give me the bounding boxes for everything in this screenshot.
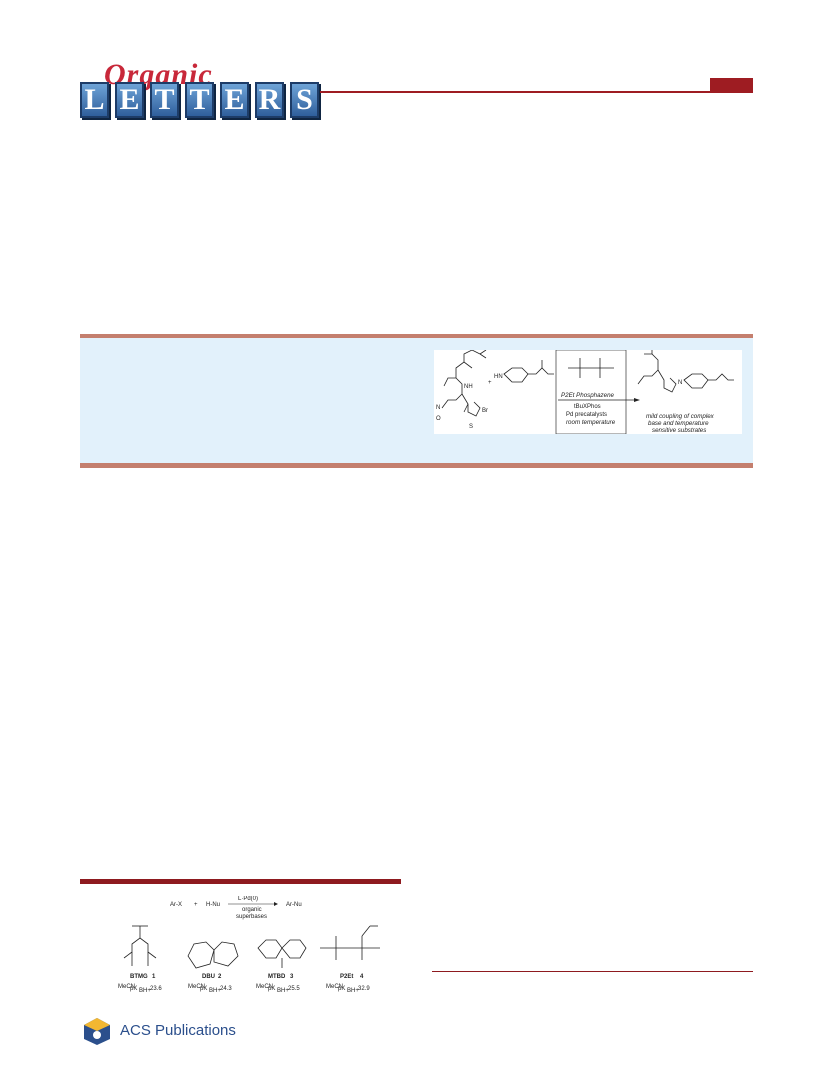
dbu-structure [187,941,239,969]
dbu-pka-label: pK [200,986,207,992]
caption-line-3: sensitive substrates [652,427,706,434]
reactant-plus: + [194,902,198,908]
arrow-top-label: L·Pd(0) [238,896,258,902]
piperazine-structure [503,360,554,383]
mtbd-pka-label: pK [268,986,275,992]
toc-bottom-rule [80,463,753,468]
btmg-pka-value: 23.6 [150,986,162,992]
reaction-arrow-head [634,398,640,402]
arrow-bottom-line-2: superbases [236,914,267,920]
mtbd-pka-sub: BH+ [277,988,289,994]
p2et-number: 4 [360,974,364,980]
ligand-label: tBuXPhos [574,404,601,410]
amine-label: HN [494,374,503,380]
btmg-pka-prefix: MeCN [118,984,135,990]
substrate-structure [441,349,487,417]
substrate-o-label: O [436,416,441,422]
superbase-figure-svg: Ar-X + H-Nu L·Pd(0) organic superbases A… [118,896,380,994]
p2et-pka-value: 32.9 [358,986,370,992]
product-n-label: N [678,380,682,386]
p2et-name: P2Et [340,974,353,980]
dbu-pka-sub: BH+ [209,988,221,994]
btmg-pka-label: pK [130,986,137,992]
toc-top-rule [80,334,753,338]
substrate-nh-label: NH [464,384,473,390]
substrate-n-label: N [436,405,440,411]
p2et-pka-prefix: MeCN [326,984,343,990]
mtbd-structure [257,939,307,968]
conditions-label: room temperature [566,419,616,426]
logo-letter-l: L [80,82,109,118]
caption-line-1: mild coupling of complex [646,413,715,420]
mtbd-name: MTBD [268,974,286,980]
product-structure [637,350,734,393]
scheme-arrow-head [274,902,278,906]
dbu-pka-prefix: MeCN [188,984,205,990]
p2et-structure [320,925,380,960]
logo-letter-t1: T [150,82,179,118]
column-footnote-rule [432,971,753,972]
substrate-s-label: S [469,424,473,430]
arrow-bottom-line-1: organic [242,907,262,913]
logo-letter-e2: E [220,82,249,118]
p2et-pka-label: pK [338,986,345,992]
plus-sign: + [488,380,492,386]
catalyst-label: P2Et Phosphazene [561,392,615,399]
logo-letter-r: R [255,82,284,118]
logo-letter-s: S [290,82,319,118]
dbu-pka-value: 24.3 [220,986,232,992]
header-rule [320,91,753,93]
product-label: Ar-Nu [286,902,302,908]
btmg-structure [123,925,157,966]
reactant-aryl-halide: Ar-X [170,902,182,908]
btmg-name: BTMG [130,974,148,980]
mtbd-pka-prefix: MeCN [256,984,273,990]
phosphazene-structure [568,358,614,378]
p2et-pka-sub: BH+ [347,988,359,994]
dbu-number: 2 [218,974,222,980]
header-tab [710,78,753,92]
mtbd-pka-value: 25.5 [288,986,300,992]
btmg-pka-sub: BH+ [139,988,151,994]
logo-letter-t2: T [185,82,214,118]
toc-scheme-svg: N NH O S Br + HN P2Et Phosphazene tBuXPh… [436,349,734,435]
section-divider [80,879,401,884]
dbu-name: DBU [202,974,215,980]
publisher-name: ACS Publications [120,1022,236,1039]
caption-line-2: base and temperature [648,420,709,427]
bromide-label: Br [482,408,488,414]
btmg-number: 1 [152,974,156,980]
reactant-nucleophile: H-Nu [206,902,220,908]
mtbd-number: 3 [290,974,294,980]
acs-publications-logo [80,1016,114,1046]
toc-reaction-scheme: N NH O S Br + HN P2Et Phosphazene tBuXPh… [434,349,742,435]
logo-letter-e: E [115,82,144,118]
precatalyst-label: Pd precatalysts [566,412,607,418]
acs-hexagon-icon [84,1018,110,1045]
superbase-figure: Ar-X + H-Nu L·Pd(0) organic superbases A… [110,896,400,998]
